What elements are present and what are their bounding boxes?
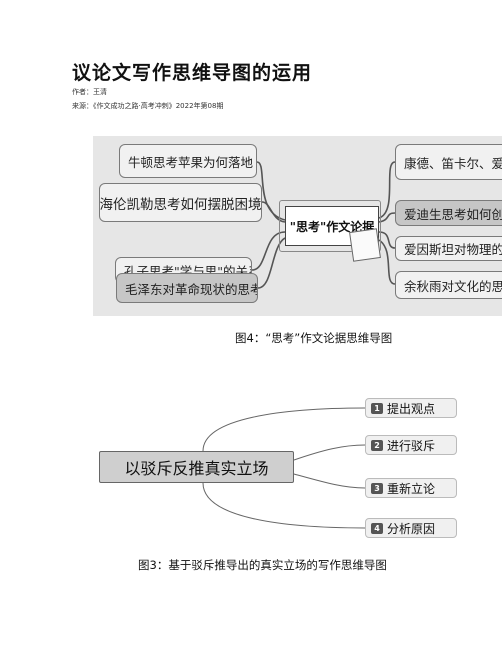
branch-label: 提出观点 [387,401,436,416]
branch-1: 1 提出观点 [365,398,457,418]
number-badge: 2 [371,439,383,451]
figure-4-caption: 图4：“思考”作文论据思维导图 [235,331,393,345]
branch-4: 4 分析原因 [365,518,457,538]
figure-4-mindmap: 牛顿思考苹果为何落地 海伦凯勒思考如何摆脱困境 孔子思考"学与思"的关系 毛泽东… [93,136,502,316]
branch-label: 重新立论 [387,481,436,496]
node-edison: 爱迪生思考如何创造 [395,200,502,226]
figure-3-caption: 图3：基于驳斥推导出的真实立场的写作思维导图 [138,558,387,572]
node-einstein: 爱因斯坦对物理的思 [395,236,502,261]
node-mao: 毛泽东对革命现状的思考 [116,273,258,303]
notebook-decoration [279,200,381,252]
article-title: 议论文写作思维导图的运用 [72,62,313,84]
center-topic: 以驳斥反推真实立场 [99,451,294,483]
branch-3: 3 重新立论 [365,478,457,498]
node-kant: 康德、笛卡尔、爱默 [395,144,502,180]
node-helen-keller: 海伦凯勒思考如何摆脱困境 [99,183,262,222]
number-badge: 4 [371,522,383,534]
figure-3-connectors [202,407,366,529]
figure-3-mindmap: 以驳斥反推真实立场 1 提出观点 2 进行驳斥 3 重新立论 4 分析原因 [93,378,502,546]
article-source: 来源：《作文成功之路·高考冲刺》2022年第08期 [72,102,224,110]
node-yu-qiuyu: 余秋雨对文化的思考 [395,271,502,299]
node-newton: 牛顿思考苹果为何落地 [119,144,257,178]
article-author: 作者：王清 [72,88,107,96]
branch-2: 2 进行驳斥 [365,435,457,455]
sticky-note-decoration [349,228,381,262]
branch-label: 分析原因 [387,521,436,536]
number-badge: 3 [371,482,383,494]
branch-label: 进行驳斥 [387,438,436,453]
number-badge: 1 [371,402,383,414]
